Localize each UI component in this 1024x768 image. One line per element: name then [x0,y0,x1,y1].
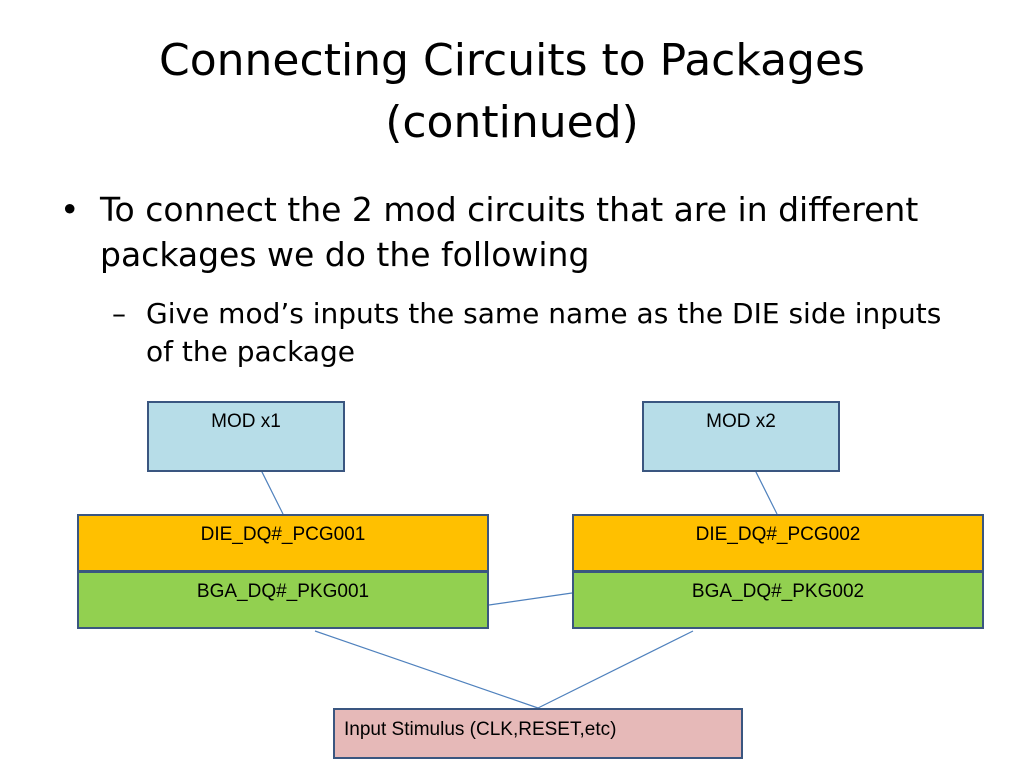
mod-x2-label: MOD x2 [706,411,776,432]
title-line-2: (continued) [385,97,639,148]
mod-x2-box: MOD x2 [642,401,840,472]
die-pcg002-box: DIE_DQ#_PCG002 [572,514,984,572]
input-stimulus-label: Input Stimulus (CLK,RESET,etc) [344,719,617,740]
mod-x1-label: MOD x1 [211,411,281,432]
bullet-level-1: • To connect the 2 mod circuits that are… [60,187,960,277]
bullet-level-2-text: Give mod’s inputs the same name as the D… [146,297,942,368]
title-line-1: Connecting Circuits to Packages [159,35,865,86]
bga-pkg001-label: BGA_DQ#_PKG001 [196,581,370,602]
connector-bga1-bga2 [488,592,573,606]
input-stimulus-box: Input Stimulus (CLK,RESET,etc) [333,708,743,759]
connector-bga1-stimulus [314,630,539,709]
connector-bga2-stimulus [537,630,694,709]
die-pcg001-box: DIE_DQ#_PCG001 [77,514,489,572]
bga-pkg002-label: BGA_DQ#_PKG002 [691,581,865,602]
slide-title: Connecting Circuits to Packages (continu… [40,30,984,154]
bullet-level-2: – Give mod’s inputs the same name as the… [112,295,972,371]
bullet-dash-icon: – [112,297,126,330]
die-pcg001-label: DIE_DQ#_PCG001 [200,524,366,545]
bullet-level-1-text: To connect the 2 mod circuits that are i… [100,190,919,274]
mod-x1-box: MOD x1 [147,401,345,472]
bga-pkg002-box: BGA_DQ#_PKG002 [572,571,984,629]
bga-pkg001-box: BGA_DQ#_PKG001 [77,571,489,629]
bullet-dot-icon: • [60,190,80,229]
die-pcg002-label: DIE_DQ#_PCG002 [695,524,861,545]
